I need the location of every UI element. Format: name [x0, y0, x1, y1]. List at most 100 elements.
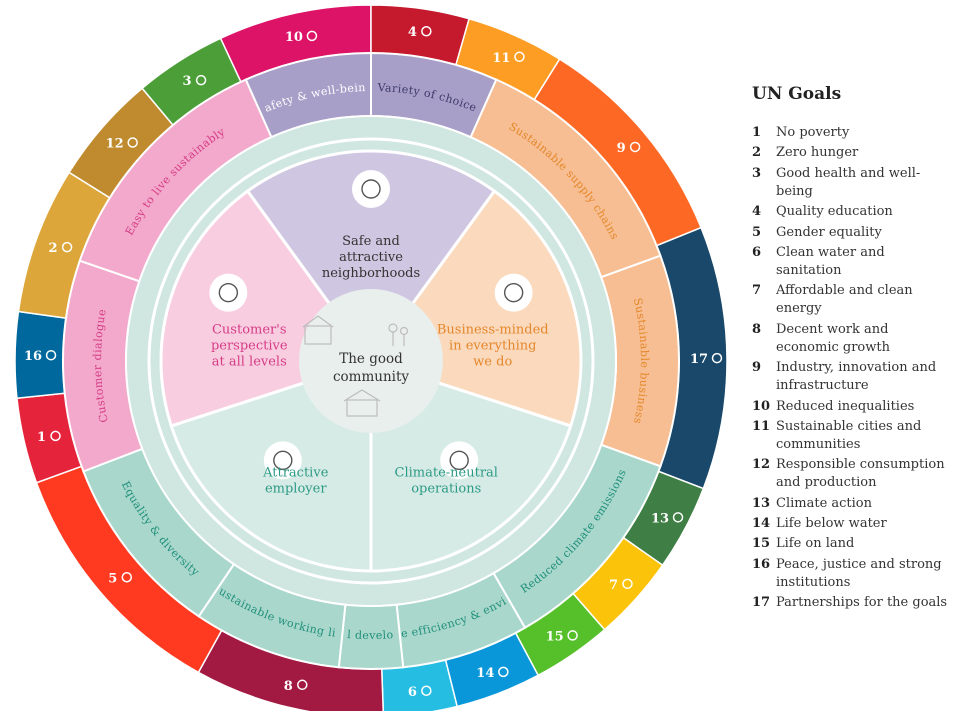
legend-item-text: Partnerships for the goals [776, 595, 948, 611]
goal-number-5: 5 [108, 571, 117, 586]
heart-glasses-icon [209, 273, 248, 312]
goal-number-15: 15 [546, 629, 564, 644]
legend-item-text: Responsible consumption and production [776, 457, 945, 491]
sun-icon [622, 578, 633, 590]
legend-item-number: 10 [752, 398, 771, 414]
goal-number-11: 11 [492, 51, 510, 66]
pillar-label: employer [265, 482, 327, 497]
legend-item-number: 9 [752, 360, 762, 376]
growth-chart-icon [297, 679, 308, 691]
legend-item-number: 3 [752, 165, 762, 181]
legend-item-number: 14 [752, 516, 771, 532]
legend-item-number: 12 [752, 457, 771, 473]
pillar-label: Customer's [212, 322, 287, 337]
legend-item: 11 Sustainable cities and communities [752, 418, 948, 454]
goal-number-6: 6 [408, 685, 417, 700]
city-icon [514, 51, 525, 63]
legend-item: 9 Industry, innovation and infrastructure [752, 359, 948, 395]
center-hub: The good community [299, 289, 443, 433]
goal-number-12: 12 [106, 137, 124, 152]
goal-number-16: 16 [24, 349, 42, 364]
legend-item-text: Clean water and sanitation [776, 244, 885, 278]
equality-icon [306, 30, 318, 42]
pillar-label: perspective [211, 338, 288, 353]
goal-number-14: 14 [476, 666, 494, 681]
legend-item: 14 Life below water [752, 515, 948, 533]
center-title-line2: community [333, 369, 409, 385]
legend-item-text: Decent work and economic growth [776, 321, 890, 355]
legend-item-number: 4 [752, 204, 762, 220]
legend-item-text: Affordable and clean energy [776, 283, 913, 317]
pillar-label: in everything [449, 338, 536, 353]
gender-icon [121, 572, 133, 583]
dove-icon [45, 349, 57, 361]
legend-item-number: 15 [752, 536, 771, 552]
focus-area-9: Customer dialogue [62, 259, 144, 473]
legend-item-number: 11 [752, 418, 771, 434]
legend-item-text: Life below water [776, 516, 887, 532]
legend-item: 3 Good health and well-being [752, 165, 948, 201]
legend-item: 4 Quality education [752, 203, 948, 221]
legend-item-text: Quality education [776, 204, 893, 220]
legend-item-number: 13 [752, 495, 771, 511]
legend-item: 13 Climate action [752, 495, 948, 513]
legend-item-number: 6 [752, 244, 762, 260]
star-icon [494, 273, 533, 312]
flower-icon [711, 352, 723, 364]
infinity-icon [127, 137, 138, 148]
legend-item-text: Industry, innovation and infrastructure [776, 360, 937, 394]
pillar-label: Climate-neutral [395, 466, 498, 481]
center-title-line1: The good [339, 351, 403, 367]
goal-number-17: 17 [690, 352, 708, 367]
goal-number-10: 10 [285, 30, 303, 45]
eye-icon [672, 512, 684, 523]
house-leaf-icon [440, 441, 479, 480]
goal-number-8: 8 [284, 679, 293, 694]
legend-item-text: Peace, justice and strong institutions [776, 556, 942, 590]
goal-number-13: 13 [651, 511, 669, 526]
legend-item-number: 16 [752, 556, 771, 572]
pillar-label: we do [473, 354, 512, 369]
legend-item: 15 Life on land [752, 535, 948, 553]
legend-item: 5 Gender equality [752, 224, 948, 242]
legend-item: 16 Peace, justice and strong institutions [752, 556, 948, 592]
legend-item-number: 2 [752, 145, 762, 161]
pillar-label: Safe and [342, 234, 400, 249]
legend-item-text: Climate action [776, 495, 873, 511]
pillar-label: operations [411, 482, 481, 497]
goal-number-2: 2 [49, 241, 58, 256]
pillar-label: attractive [339, 250, 403, 265]
legend-item-text: Good health and well-being [776, 165, 921, 199]
book-icon [421, 25, 432, 37]
legend-item-text: Zero hunger [776, 145, 859, 161]
legend-item-number: 17 [752, 595, 771, 611]
water-drop-icon [421, 685, 432, 697]
family-icon [50, 430, 61, 442]
pillar-label: Business-minded [437, 322, 549, 337]
pillar-label: Attractive [262, 466, 329, 481]
bowl-icon [61, 241, 73, 253]
goal-segment-16: 16 [14, 310, 67, 400]
goal-number-3: 3 [183, 74, 192, 89]
goal-number-4: 4 [408, 25, 417, 40]
goal-number-9: 9 [617, 141, 626, 156]
legend-item: 6 Clean water and sanitation [752, 244, 948, 280]
pillar-label: neighborhoods [322, 266, 420, 281]
legend-item-text: Sustainable cities and communities [776, 418, 922, 452]
legend-item-text: Gender equality [776, 224, 882, 240]
legend-item: 17 Partnerships for the goals [752, 594, 948, 612]
goal-number-1: 1 [37, 430, 46, 445]
legend-item-text: Life on land [776, 536, 855, 552]
legend-item-number: 8 [752, 321, 762, 337]
legend-item-number: 5 [752, 224, 762, 240]
